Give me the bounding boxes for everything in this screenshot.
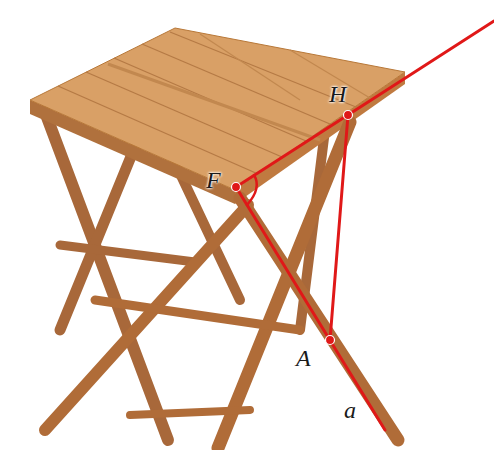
- point-label: a: [344, 398, 356, 422]
- point-label: F: [206, 168, 221, 192]
- point-label: A: [296, 346, 311, 370]
- point-label: H: [329, 82, 346, 106]
